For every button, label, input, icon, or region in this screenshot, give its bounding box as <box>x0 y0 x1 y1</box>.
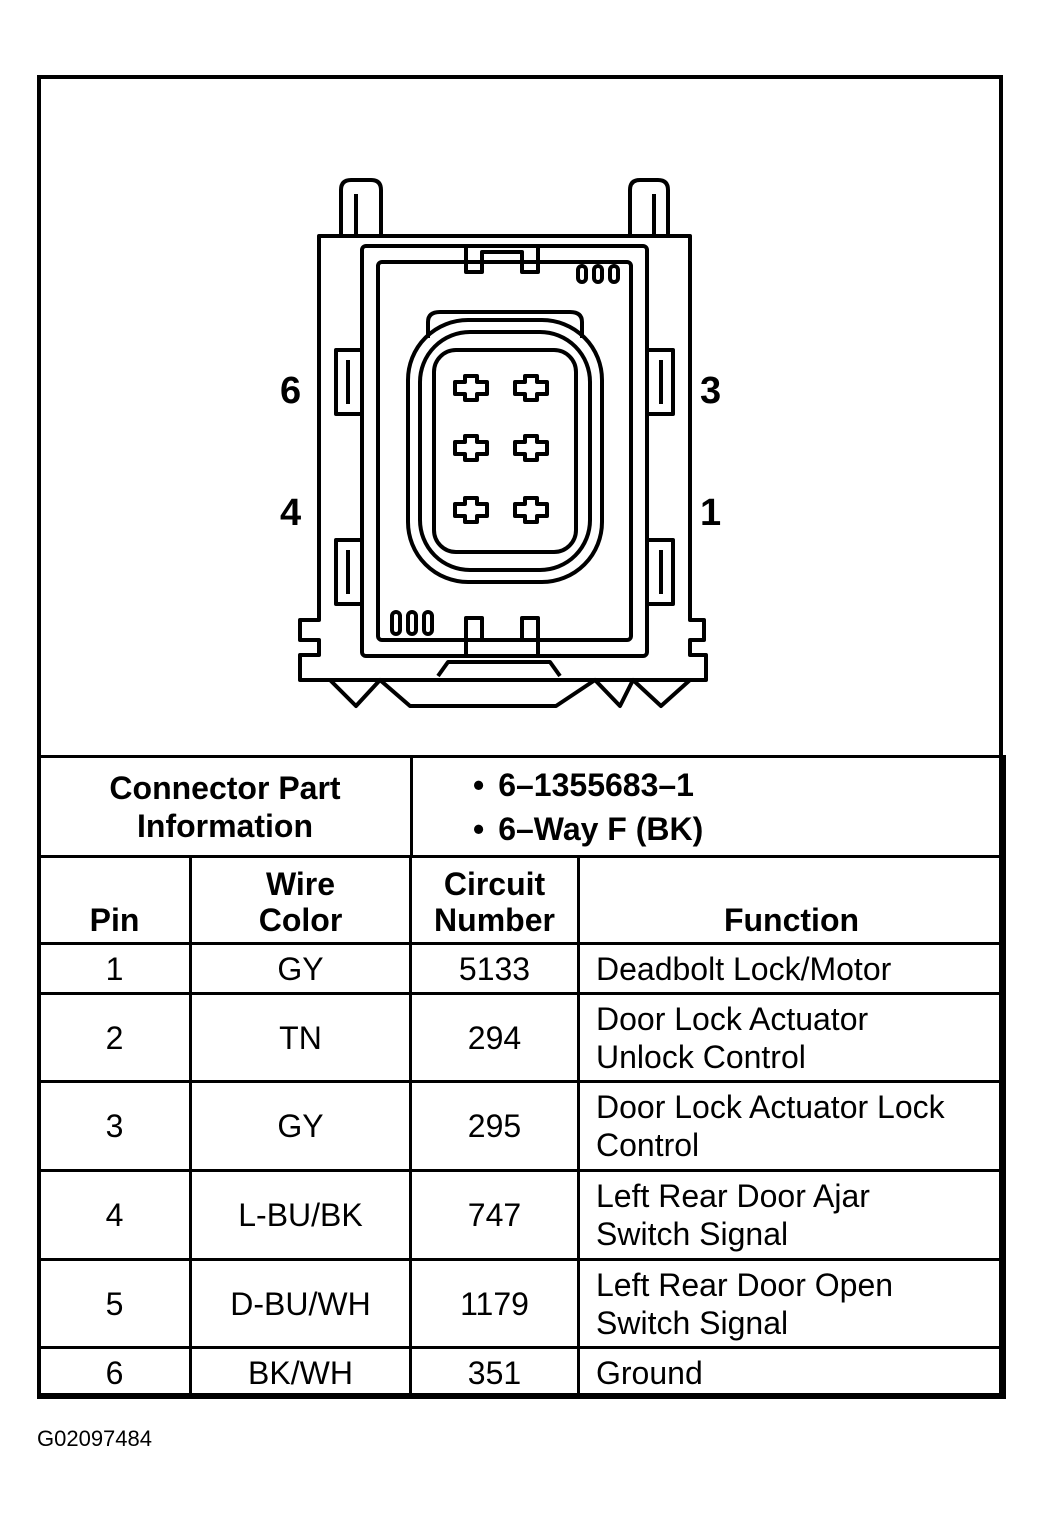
cavity-2 <box>513 434 549 462</box>
header-function: Function <box>577 855 1006 945</box>
pin-table-header-row: Pin Wire Color Circuit Number Function <box>37 855 1006 945</box>
connector-info-table: Connector Part Information 6–1355683–1 6… <box>37 755 1006 858</box>
side-tab-lower-right <box>645 538 675 606</box>
table-row: 2 TN 294 Door Lock Actuator Unlock Contr… <box>37 992 1006 1083</box>
wire-color-cell: D-BU/WH <box>189 1258 412 1349</box>
cavity-4 <box>453 496 489 524</box>
function-cell: Door Lock Actuator Lock Control <box>577 1080 1006 1172</box>
pin-cell: 2 <box>37 992 192 1083</box>
circuit-cell: 351 <box>409 1346 580 1399</box>
inner-wall-outer <box>360 244 649 658</box>
cavity-5 <box>453 434 489 462</box>
header-circuit-number: Circuit Number <box>409 855 580 945</box>
wire-color-cell: BK/WH <box>189 1346 412 1399</box>
cavity-block <box>432 348 578 554</box>
function-cell: Ground <box>577 1346 1006 1399</box>
circuit-cell: 1179 <box>409 1258 580 1349</box>
seal-ring-middle <box>418 330 592 572</box>
pin-label-3: 3 <box>700 370 722 412</box>
wire-color-cell: L-BU/BK <box>189 1169 412 1261</box>
latch-post-left <box>339 178 383 236</box>
wire-color-cell: GY <box>189 1080 412 1172</box>
circuit-cell: 5133 <box>409 942 580 995</box>
header-wire-color: Wire Color <box>189 855 412 945</box>
side-tab-upper-right <box>645 348 675 416</box>
figure-id: G02097484 <box>37 1426 152 1451</box>
pin-cell: 1 <box>37 942 192 995</box>
pin-cell: 6 <box>37 1346 192 1399</box>
side-tab-lower-left <box>334 538 364 606</box>
table-row: 3 GY 295 Door Lock Actuator Lock Control <box>37 1080 1006 1172</box>
pin-cell: 4 <box>37 1169 192 1261</box>
connector-info-label: Connector Part Information <box>37 755 413 858</box>
wire-color-cell: GY <box>189 942 412 995</box>
pin-label-4: 4 <box>280 492 302 534</box>
table-row: 5 D-BU/WH 1179 Left Rear Door Open Switc… <box>37 1258 1006 1349</box>
connector-info-label-line2: Information <box>137 807 313 844</box>
connector-face-drawing <box>298 178 708 708</box>
connector-info-values: 6–1355683–1 6–Way F (BK) <box>410 755 1006 858</box>
header-pin: Pin <box>37 855 192 945</box>
function-cell: Left Rear Door Open Switch Signal <box>577 1258 1006 1349</box>
cavity-1 <box>513 496 549 524</box>
cavity-3 <box>513 374 549 402</box>
function-cell: Deadbolt Lock/Motor <box>577 942 1006 995</box>
cavity-6 <box>453 374 489 402</box>
terminal-cavities <box>453 374 549 524</box>
table-row: 1 GY 5133 Deadbolt Lock/Motor <box>37 942 1006 995</box>
side-tab-upper-left <box>334 348 364 416</box>
table-row: 6 BK/WH 351 Ground <box>37 1346 1006 1399</box>
shroud-lip <box>426 310 584 338</box>
function-cell: Door Lock Actuator Unlock Control <box>577 992 1006 1083</box>
latch-post-right <box>628 178 670 236</box>
seal-ring-outer <box>406 318 604 584</box>
table-row: 4 L-BU/BK 747 Left Rear Door Ajar Switch… <box>37 1169 1006 1261</box>
connector-info-label-line1: Connector Part <box>109 769 341 806</box>
part-number: 6–1355683–1 <box>473 763 1003 807</box>
circuit-cell: 295 <box>409 1080 580 1172</box>
connector-description: 6–Way F (BK) <box>473 807 1003 851</box>
pin-cell: 3 <box>37 1080 192 1172</box>
function-cell: Left Rear Door Ajar Switch Signal <box>577 1169 1006 1261</box>
pin-label-1: 1 <box>700 492 722 534</box>
pin-label-6: 6 <box>280 370 302 412</box>
pin-table: Pin Wire Color Circuit Number Function 1… <box>37 855 1006 1399</box>
pin-cell: 5 <box>37 1258 192 1349</box>
circuit-cell: 747 <box>409 1169 580 1261</box>
circuit-cell: 294 <box>409 992 580 1083</box>
wire-color-cell: TN <box>189 992 412 1083</box>
